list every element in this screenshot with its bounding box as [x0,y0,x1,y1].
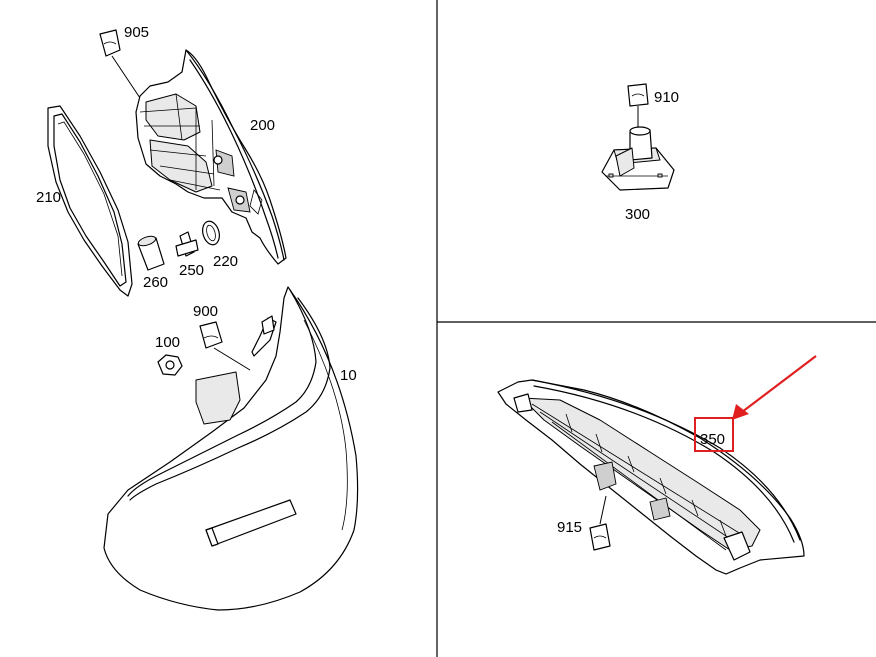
highlight-box-350 [694,417,734,452]
part-100-nut[interactable] [157,354,183,376]
part-220-seal-ring[interactable] [200,219,222,246]
label-910: 910 [654,89,679,106]
part-260-socket[interactable] [137,234,165,271]
part-210-gasket[interactable] [47,105,133,297]
label-210: 210 [36,189,61,206]
part-200-lamp-housing[interactable] [135,49,287,265]
part-10-lamp-lens[interactable] [103,286,359,611]
label-10: 10 [340,367,357,384]
part-915-clip[interactable] [589,495,611,551]
part-300-lamp-holder[interactable] [601,126,675,191]
part-905-clip[interactable] [99,29,141,99]
part-910-clip[interactable] [627,83,649,128]
label-350: 350 [700,431,725,448]
label-250: 250 [179,262,204,279]
label-300: 300 [625,206,650,223]
label-220: 220 [213,253,238,270]
part-250-bulb[interactable] [175,231,199,257]
label-900: 900 [193,303,218,320]
part-900-clip[interactable] [199,321,251,371]
label-915: 915 [557,519,582,536]
label-200: 200 [250,117,275,134]
label-905: 905 [124,24,149,41]
part-350-brake-light[interactable] [497,379,805,575]
highlight-arrow [732,355,817,420]
label-260: 260 [143,274,168,291]
label-100: 100 [155,334,180,351]
